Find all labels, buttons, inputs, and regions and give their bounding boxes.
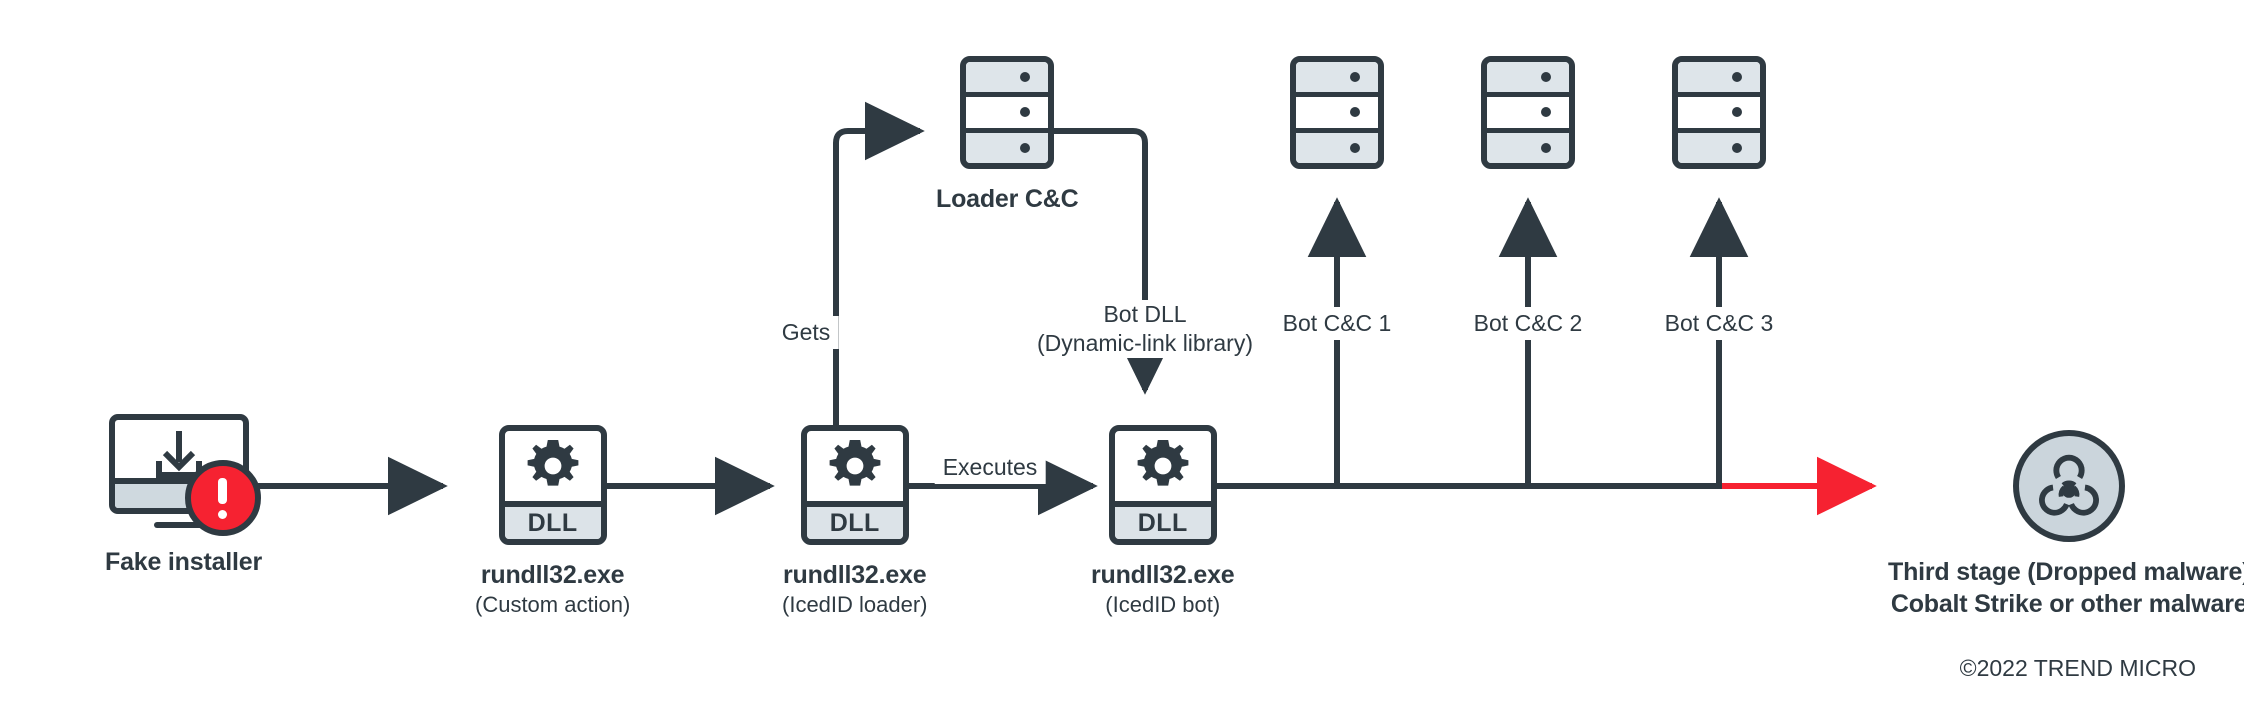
node-sublabel-rundll32-icedid-bot: (IcedID bot) bbox=[1105, 592, 1221, 617]
server-row bbox=[1678, 132, 1760, 163]
dll-box-top bbox=[505, 431, 601, 501]
dll-box-top bbox=[807, 431, 903, 501]
server-led-icon bbox=[1350, 142, 1360, 153]
node-bot-cnc-1 bbox=[1290, 56, 1384, 169]
server-led-icon bbox=[1541, 142, 1551, 153]
dll-badge: DLL bbox=[806, 501, 903, 539]
server-led-icon bbox=[1350, 107, 1360, 118]
dll-badge: DLL bbox=[504, 501, 601, 539]
node-rundll32-custom-action: DLL rundll32.exe (Custom action) bbox=[475, 425, 630, 620]
edge-label-bot-cnc-3: Bot C&C 3 bbox=[1656, 307, 1782, 340]
server-led-icon bbox=[1541, 107, 1551, 118]
server-icon bbox=[1672, 56, 1766, 169]
server-row bbox=[1296, 132, 1378, 163]
node-label-loader-cnc: Loader C&C bbox=[936, 185, 1079, 213]
alert-bar bbox=[218, 477, 227, 504]
server-led-icon bbox=[1732, 72, 1742, 83]
gear-icon bbox=[527, 440, 579, 486]
server-icon bbox=[1481, 56, 1575, 169]
edge-label-bot-dll: Bot DLL (Dynamic-link library) bbox=[1037, 300, 1253, 358]
edge-bot-dll-to-icedid-bot bbox=[1045, 128, 1175, 395]
node-bot-cnc-3 bbox=[1672, 56, 1766, 169]
server-row bbox=[1678, 62, 1760, 93]
edge-gets-to-loader-cnc bbox=[833, 101, 925, 486]
node-sublabel-rundll32-custom-action: (Custom action) bbox=[475, 592, 631, 617]
server-row bbox=[1296, 62, 1378, 93]
gear-icon bbox=[829, 440, 881, 486]
node-bot-cnc-2 bbox=[1481, 56, 1575, 169]
monitor-download-alert-icon bbox=[108, 414, 261, 536]
server-row bbox=[1678, 92, 1760, 133]
dll-process-box: DLL bbox=[800, 425, 909, 545]
server-led-icon bbox=[1732, 107, 1742, 118]
edge-label-bot-dll-line1: Bot DLL bbox=[1103, 301, 1187, 327]
dll-badge: DLL bbox=[1114, 501, 1211, 539]
node-rundll32-icedid-loader: DLL rundll32.exe (IcedID loader) bbox=[782, 425, 928, 620]
node-label-rundll32-custom-action: rundll32.exe bbox=[480, 561, 625, 589]
node-label-rundll32-icedid-loader: rundll32.exe bbox=[783, 561, 927, 589]
dll-box-top bbox=[1115, 431, 1211, 501]
server-icon bbox=[1290, 56, 1384, 169]
server-row bbox=[966, 92, 1049, 133]
node-label-third-stage: Third stage (Dropped malware) bbox=[1888, 558, 2244, 586]
server-row bbox=[966, 132, 1049, 163]
alert-dot bbox=[218, 509, 227, 519]
biohazard-icon bbox=[2013, 430, 2126, 542]
node-rundll32-icedid-bot: DLL rundll32.exe (IcedID bot) bbox=[1091, 425, 1235, 620]
server-led-icon bbox=[1732, 142, 1742, 153]
edge-label-executes: Executes bbox=[934, 451, 1046, 484]
server-icon bbox=[960, 56, 1055, 169]
alert-exclamation-icon bbox=[184, 460, 261, 536]
server-row bbox=[1487, 62, 1569, 93]
server-led-icon bbox=[1020, 107, 1031, 118]
server-led-icon bbox=[1020, 142, 1031, 153]
copyright-notice: ©2022 TREND MICRO bbox=[1959, 655, 2196, 681]
node-label-rundll32-icedid-bot: rundll32.exe bbox=[1091, 561, 1235, 589]
server-led-icon bbox=[1541, 72, 1551, 83]
gear-icon bbox=[1137, 440, 1189, 486]
node-label-fake-installer: Fake installer bbox=[105, 548, 263, 576]
edge-label-gets: Gets bbox=[773, 316, 839, 349]
server-row bbox=[1296, 92, 1378, 133]
dll-process-box: DLL bbox=[498, 425, 607, 545]
server-led-icon bbox=[1350, 72, 1360, 83]
node-fake-installer: Fake installer bbox=[105, 414, 262, 578]
edge-label-bot-cnc-2: Bot C&C 2 bbox=[1465, 307, 1591, 340]
monitor-stand bbox=[153, 522, 206, 528]
server-row bbox=[1487, 132, 1569, 163]
server-led-icon bbox=[1020, 72, 1031, 83]
node-loader-cnc: Loader C&C bbox=[936, 56, 1079, 215]
edge-label-bot-dll-line2: (Dynamic-link library) bbox=[1037, 329, 1253, 356]
biohazard-glyph bbox=[2039, 454, 2100, 516]
server-row bbox=[966, 62, 1049, 93]
node-sublabel-rundll32-icedid-loader: (IcedID loader) bbox=[782, 592, 928, 617]
node-third-stage: Third stage (Dropped malware) Cobalt Str… bbox=[1888, 430, 2244, 620]
dll-process-box: DLL bbox=[1108, 425, 1217, 545]
edge-label-bot-cnc-1: Bot C&C 1 bbox=[1274, 307, 1400, 340]
server-row bbox=[1487, 92, 1569, 133]
node-sublabel-third-stage: Cobalt Strike or other malware bbox=[1890, 590, 2244, 618]
